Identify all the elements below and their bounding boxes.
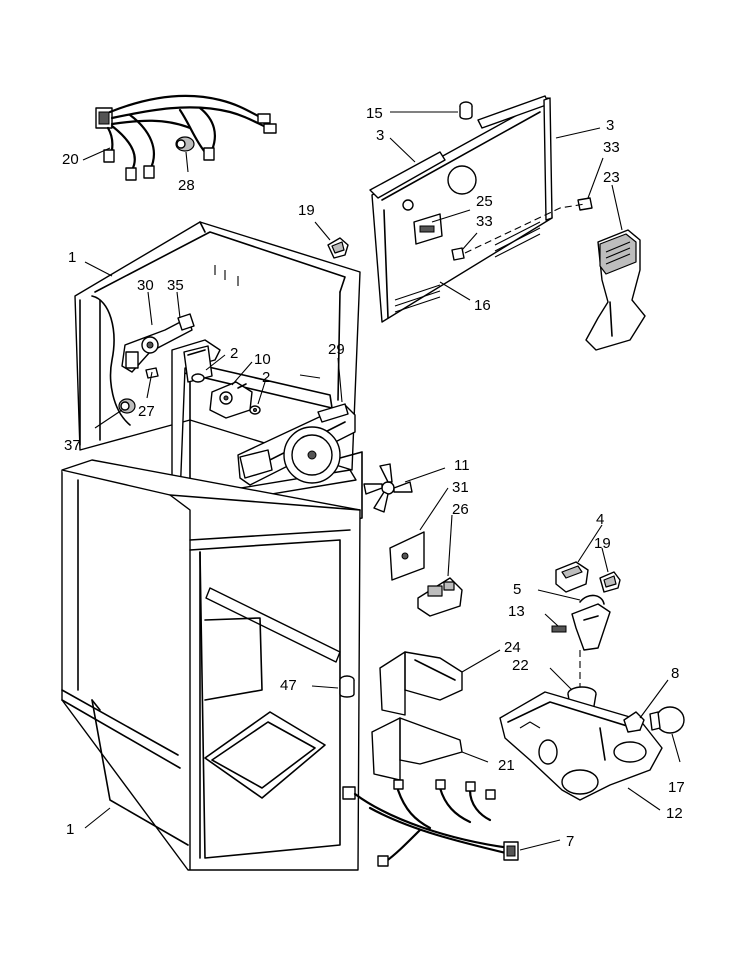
callout-16: 16 bbox=[474, 297, 491, 314]
bracket-2 bbox=[183, 345, 213, 383]
rear-access-panel-16 bbox=[371, 97, 553, 323]
callout-10: 10 bbox=[254, 351, 271, 368]
control-housing-30 bbox=[121, 313, 195, 373]
fan-bracket-29 bbox=[237, 403, 356, 486]
callout-33-right: 33 bbox=[603, 139, 620, 156]
wire-harness-7 bbox=[342, 779, 519, 867]
clip-19-right bbox=[599, 571, 621, 593]
callout-31: 31 bbox=[452, 479, 469, 496]
bracket-13 bbox=[551, 603, 611, 651]
callout-20: 20 bbox=[62, 151, 79, 168]
callout-17: 17 bbox=[668, 779, 685, 796]
callout-21: 21 bbox=[498, 757, 515, 774]
callout-29: 29 bbox=[328, 341, 345, 358]
leader-lines bbox=[82, 111, 681, 851]
callout-11: 11 bbox=[454, 457, 470, 474]
wire-harness-20 bbox=[95, 94, 277, 181]
callout-25: 25 bbox=[476, 193, 493, 210]
callout-3-right: 3 bbox=[606, 117, 614, 134]
gasket-3-right bbox=[477, 95, 553, 221]
callout-12: 12 bbox=[666, 805, 683, 822]
spacer-15 bbox=[459, 101, 473, 120]
callout-28: 28 bbox=[178, 177, 195, 194]
damper-26 bbox=[417, 577, 463, 617]
light-bulb-17 bbox=[649, 706, 685, 734]
cover-31 bbox=[389, 531, 425, 581]
callout-1-bottom: 1 bbox=[66, 821, 74, 838]
callout-24: 24 bbox=[504, 639, 521, 656]
light-socket-8 bbox=[623, 711, 645, 733]
clip-19-top bbox=[327, 237, 349, 259]
callout-33-left: 33 bbox=[476, 213, 493, 230]
spring-5 bbox=[579, 594, 605, 605]
callout-35: 35 bbox=[167, 277, 184, 294]
callout-13: 13 bbox=[508, 603, 525, 620]
screw-33-a bbox=[451, 247, 465, 261]
callout-23: 23 bbox=[603, 169, 620, 186]
callout-2-top: 2 bbox=[230, 345, 238, 362]
screw-33-b bbox=[577, 197, 593, 211]
thermal-fuse-28 bbox=[175, 136, 195, 152]
callout-47: 47 bbox=[280, 677, 297, 694]
switch-4 bbox=[555, 561, 589, 593]
callout-19-right: 19 bbox=[594, 535, 611, 552]
callout-30: 30 bbox=[137, 277, 154, 294]
duct-24 bbox=[379, 651, 463, 716]
gasket-3-left bbox=[369, 151, 446, 199]
callout-19-top: 19 bbox=[298, 202, 315, 219]
duct-21 bbox=[371, 717, 463, 781]
callout-15: 15 bbox=[366, 105, 383, 122]
callout-4: 4 bbox=[596, 511, 604, 528]
fresh-food-liner-1 bbox=[61, 459, 361, 871]
control-housing-12 bbox=[499, 691, 663, 801]
callout-5: 5 bbox=[513, 581, 521, 598]
callout-8: 8 bbox=[671, 665, 679, 682]
knob-37 bbox=[118, 398, 136, 414]
callout-22: 22 bbox=[512, 657, 529, 674]
callout-37: 37 bbox=[64, 437, 81, 454]
cap-47 bbox=[339, 675, 355, 698]
washer-2b bbox=[249, 405, 261, 415]
callout-7: 7 bbox=[566, 833, 574, 850]
callout-3-left: 3 bbox=[376, 127, 384, 144]
callout-2-bottom: 2 bbox=[262, 369, 270, 386]
air-duct-23 bbox=[585, 229, 646, 351]
fan-blade-11 bbox=[363, 463, 413, 513]
callout-26: 26 bbox=[452, 501, 469, 518]
callout-labels: 20 28 1 1 15 3 3 33 23 25 33 16 19 30 35… bbox=[62, 105, 685, 850]
washer-2a bbox=[191, 373, 205, 383]
callout-1-top: 1 bbox=[68, 249, 76, 266]
dashed-guide-rear bbox=[464, 203, 586, 254]
callout-27: 27 bbox=[138, 403, 155, 420]
